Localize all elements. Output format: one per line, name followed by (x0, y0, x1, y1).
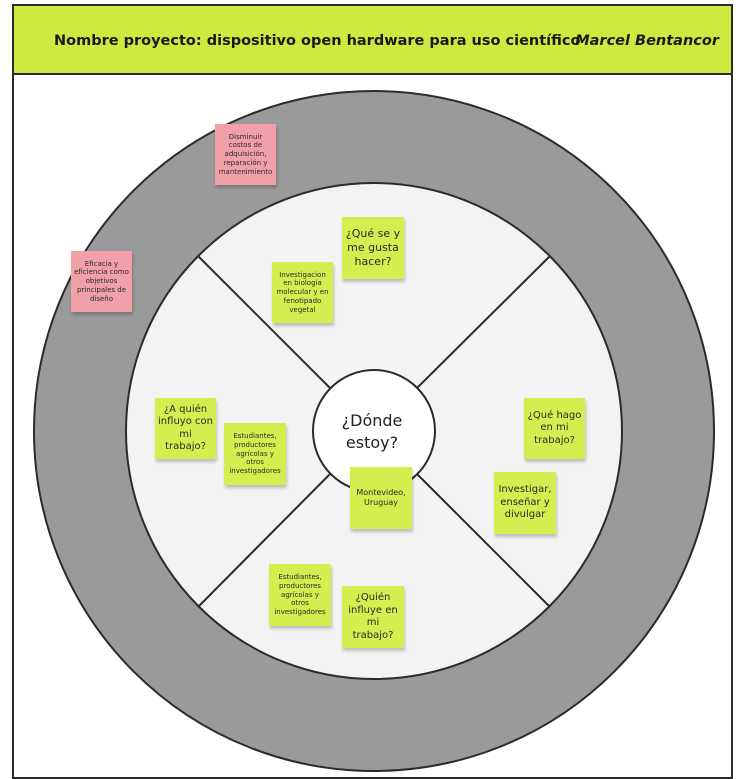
note-estudiantes-left[interactable]: Estudiantes, productores agrícolas y otr… (224, 423, 286, 485)
note-que-hago-en-mi-trabajo[interactable]: ¿Qué hago en mi trabajo? (524, 398, 585, 459)
note-eficacia-eficiencia[interactable]: Eficacia y eficiencia como objetivos pri… (71, 251, 132, 312)
project-title: Nombre proyecto: dispositivo open hardwa… (54, 33, 581, 49)
divider-line-se (416, 473, 551, 608)
divider-line-sw (197, 473, 331, 608)
divider-line-ne (416, 255, 551, 389)
center-label: ¿Dónde estoy? (341, 411, 403, 452)
note-investigacion-biologia[interactable]: Investigacion en biología molecular y en… (272, 262, 333, 323)
note-disminuir-costos[interactable]: Disminuir costos de adquisición, reparac… (215, 124, 276, 185)
note-montevideo[interactable]: Montevideo, Uruguay (350, 467, 412, 529)
note-estudiantes-bottom[interactable]: Estudiantes, productores agrícolas y otr… (269, 564, 331, 626)
note-a-quien-influyo[interactable]: ¿A quién influyo con mi trabajo? (155, 398, 216, 459)
author-name: Marcel Bentancor (575, 33, 719, 49)
header-bar: Nombre proyecto: dispositivo open hardwa… (12, 4, 733, 75)
note-que-se-y-me-gusta-hacer[interactable]: ¿Qué se y me gusta hacer? (342, 217, 404, 279)
note-investigar-ensenar[interactable]: Investigar, enseñar y divulgar (494, 472, 556, 534)
divider-line-nw (197, 255, 331, 389)
note-quien-influye[interactable]: ¿Quién influye en mi trabajo? (342, 586, 404, 648)
